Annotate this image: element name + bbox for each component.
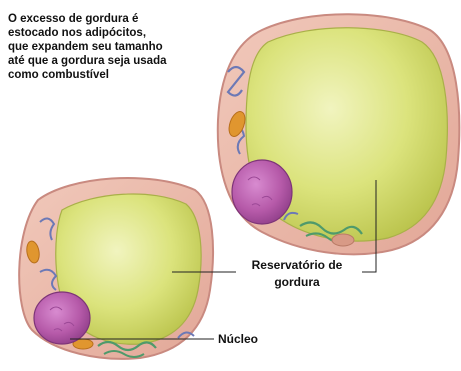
small-adipocyte <box>19 178 213 359</box>
small-nucleus <box>34 292 90 344</box>
fat-reservoir-label: Reservatório de gordura <box>236 257 358 291</box>
nucleus-label: Núcleo <box>218 331 258 348</box>
large-mitochondrion <box>332 234 354 246</box>
large-adipocyte <box>218 14 460 254</box>
large-nucleus <box>232 160 292 224</box>
caption-text: O excesso de gordura é estocado nos adip… <box>8 12 213 82</box>
